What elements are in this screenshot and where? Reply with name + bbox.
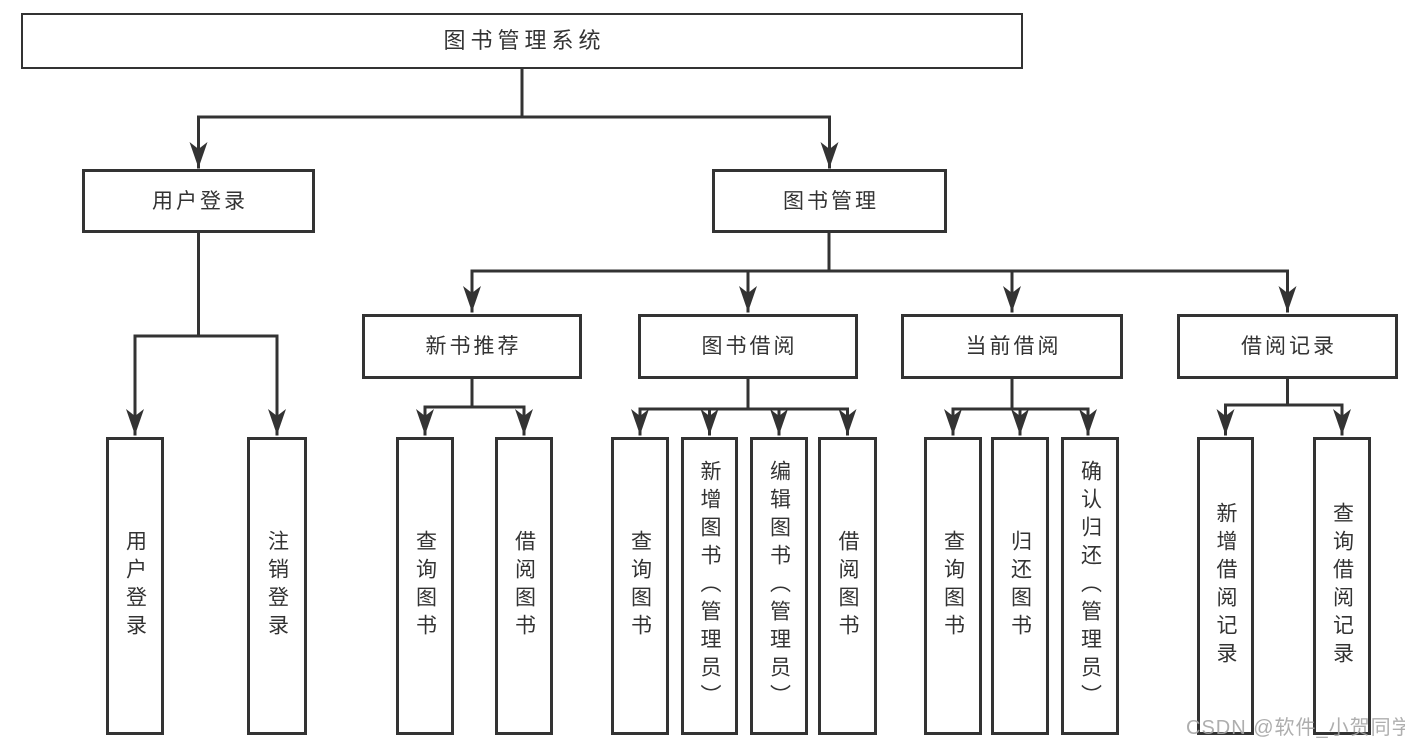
leaf-borrow-books-recommend: 借阅图书 <box>495 437 553 735</box>
leaf-query-books-borrowing: 查询图书 <box>611 437 669 735</box>
leaf-return-books: 归还图书 <box>991 437 1049 735</box>
leaf-query-books-current: 查询图书 <box>924 437 982 735</box>
node-label: 确认归还（管理员） <box>1078 460 1102 712</box>
node-label: 借阅记录 <box>1241 335 1337 358</box>
leaf-query-books-recommend: 查询图书 <box>396 437 454 735</box>
node-user-login: 用户登录 <box>82 169 315 233</box>
node-label: 查询借阅记录 <box>1330 502 1354 670</box>
node-label: 图书管理系统 <box>443 28 606 53</box>
leaf-query-borrow-record: 查询借阅记录 <box>1313 437 1371 735</box>
node-book-management: 图书管理 <box>712 169 947 233</box>
node-label: 用户登录 <box>152 189 248 213</box>
node-library-management-system: 图书管理系统 <box>21 13 1023 69</box>
node-label: 查询图书 <box>628 530 652 642</box>
node-label: 新增借阅记录 <box>1214 502 1237 670</box>
leaf-edit-books-admin: 编辑图书（管理员） <box>750 437 808 735</box>
node-label: 借阅图书 <box>836 530 859 642</box>
node-label: 查询图书 <box>413 530 437 642</box>
node-label: 归还图书 <box>1008 530 1032 642</box>
leaf-borrow-books: 借阅图书 <box>818 437 877 735</box>
leaf-user-login: 用户登录 <box>106 437 164 735</box>
node-label: 查询图书 <box>941 530 965 642</box>
node-label: 借阅图书 <box>512 530 536 642</box>
node-label: 图书管理 <box>783 189 879 213</box>
node-borrowing-records: 借阅记录 <box>1177 314 1398 379</box>
csdn-watermark: CSDN @软件_小贺同学 <box>1186 717 1405 739</box>
node-label: 当前借阅 <box>965 335 1062 358</box>
leaf-add-borrow-record: 新增借阅记录 <box>1197 437 1254 735</box>
node-current-borrowing: 当前借阅 <box>901 314 1123 379</box>
node-label: 编辑图书（管理员） <box>767 460 791 712</box>
node-label: 图书借阅 <box>701 335 798 358</box>
node-label: 注销登录 <box>265 530 289 642</box>
node-new-book-recommend: 新书推荐 <box>362 314 582 379</box>
node-label: 用户登录 <box>123 530 147 642</box>
node-book-borrowing: 图书借阅 <box>638 314 858 379</box>
leaf-add-books-admin: 新增图书（管理员） <box>681 437 738 735</box>
node-label: 新书推荐 <box>425 335 522 358</box>
leaf-logout: 注销登录 <box>247 437 307 735</box>
leaf-confirm-return-admin: 确认归还（管理员） <box>1061 437 1119 735</box>
node-label: 新增图书（管理员） <box>698 460 721 712</box>
